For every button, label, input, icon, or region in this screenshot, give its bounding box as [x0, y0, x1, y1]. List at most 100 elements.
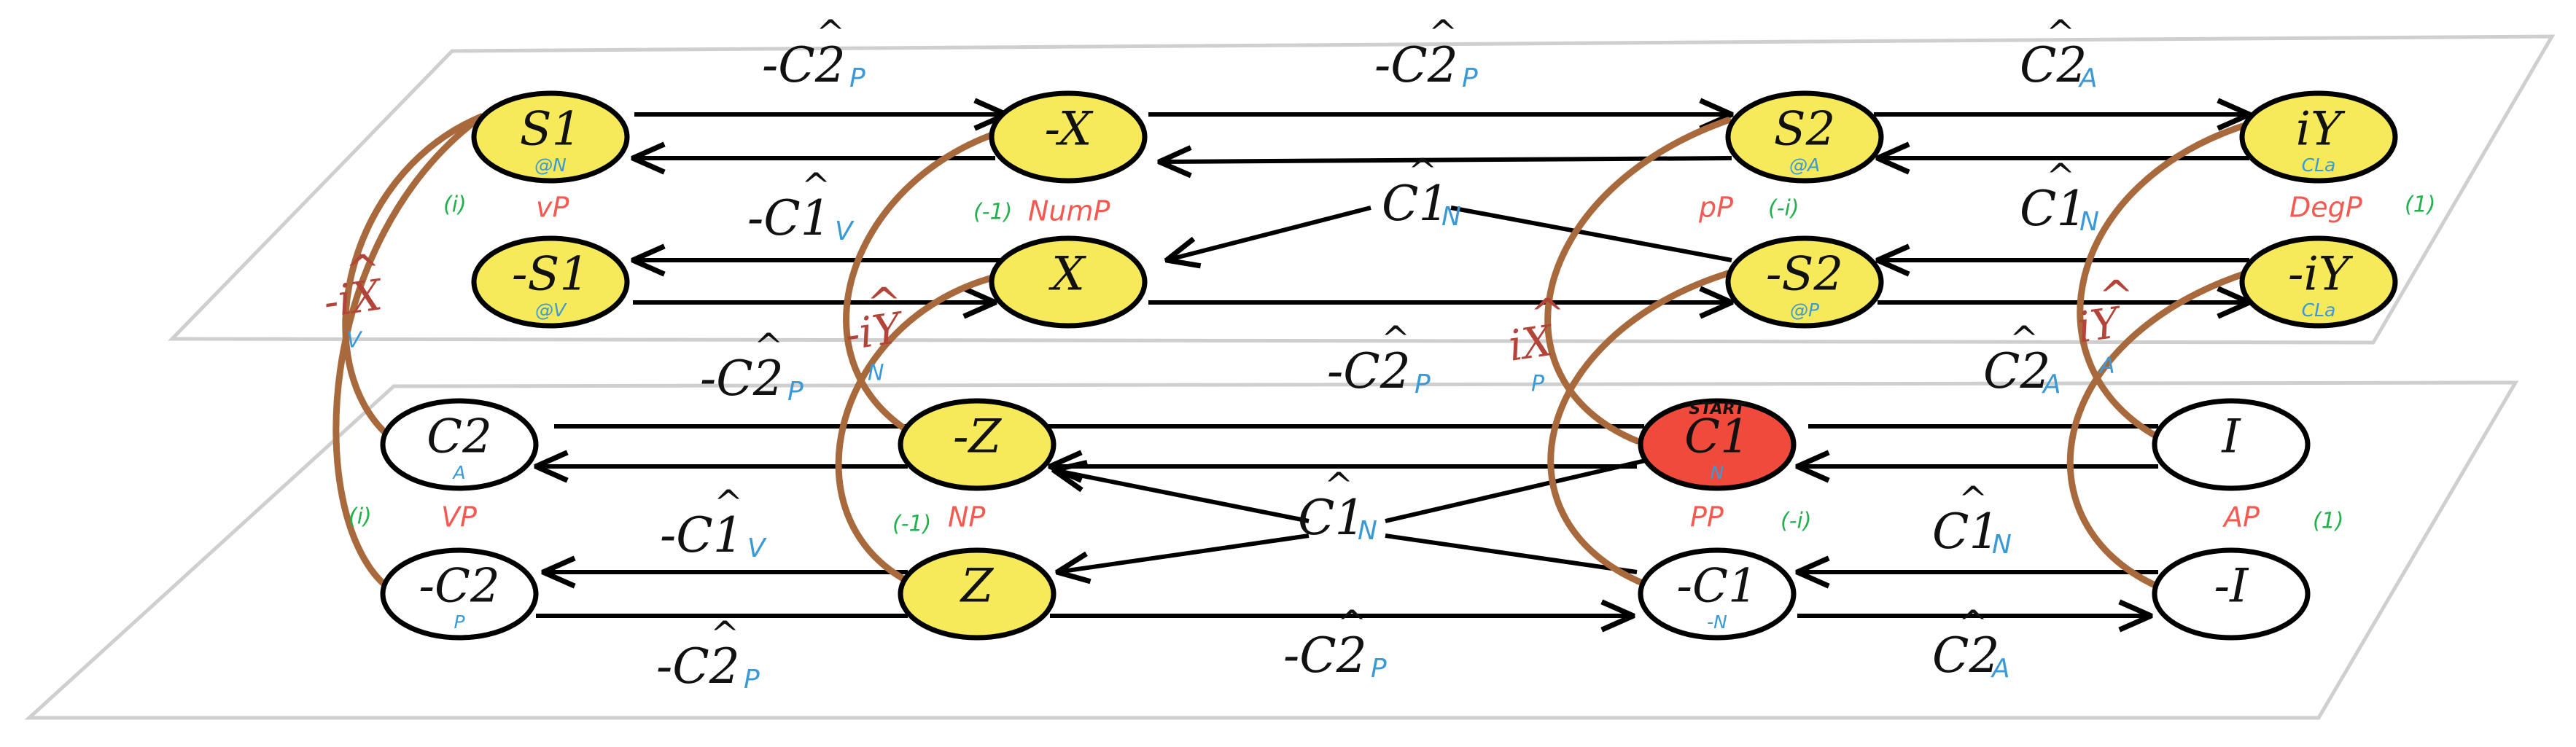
edge-subscript: P	[1371, 654, 1387, 684]
node-ellipse	[380, 547, 539, 641]
node-I: I	[2152, 398, 2311, 491]
curve-label-k1: -iX^V	[321, 246, 387, 353]
node-label: -Z	[953, 410, 1003, 464]
lower-edges	[536, 424, 2158, 616]
node-subscript: CLa	[2302, 155, 2336, 176]
node-ellipse	[2239, 235, 2398, 329]
hat-glyph: ^	[801, 166, 830, 207]
edge-subscript: P	[1462, 63, 1478, 93]
eigen-label: (1)	[2313, 509, 2344, 534]
node-subscript: N	[1711, 462, 1724, 483]
node-subscript: CLa	[2302, 300, 2336, 321]
node-label: -S2	[1766, 248, 1843, 302]
eigen-label: (-i)	[1781, 509, 1812, 534]
node-label: -C2	[419, 560, 499, 614]
node-ellipse	[380, 398, 539, 491]
curve-subscript: V	[346, 328, 363, 353]
node-subscript: -N	[1707, 611, 1727, 633]
node-Z: Z	[898, 547, 1057, 641]
node-label: -X	[1045, 103, 1094, 157]
node-label: -C1	[1676, 560, 1757, 614]
node-label: S1	[520, 103, 582, 157]
edge-subscript: N	[1992, 530, 2012, 560]
curve-label-k4: iY^A	[2074, 271, 2134, 378]
phrase-AP: AP	[2222, 501, 2260, 533]
edge-operator: -C1	[660, 507, 744, 563]
node-ellipse	[1638, 547, 1797, 641]
edge-label-b2: -C2^P	[1327, 319, 1431, 400]
node-label: -S1	[512, 248, 589, 302]
node-mS1: -S1@V	[471, 235, 630, 329]
phrase-PP: PP	[1690, 501, 1724, 533]
hat-glyph: ^	[1337, 603, 1366, 644]
curve-subscript: P	[1531, 372, 1545, 397]
upper-edges	[633, 114, 2249, 302]
edge-label-b7: -C2^P	[656, 614, 760, 695]
curved-operators	[332, 113, 2253, 590]
node-label: iY	[2296, 103, 2346, 157]
edge-operator: -C2	[1374, 37, 1458, 93]
edge-label-t4: -C1^V	[747, 166, 855, 247]
edge-subscript: A	[2078, 63, 2098, 93]
edge-subscript: P	[849, 63, 865, 93]
curve-subscript: A	[2098, 353, 2115, 379]
node-ellipse	[1638, 398, 1797, 491]
edge-subscript: V	[835, 216, 855, 246]
node-ellipse	[1725, 235, 1884, 329]
node-subscript: @N	[534, 155, 567, 176]
node-label: C2	[427, 410, 492, 464]
edge-label-t1: -C2^P	[762, 13, 865, 94]
node-label: X	[1048, 248, 1086, 302]
hat-glyph: ^	[1958, 480, 1988, 520]
hat-glyph: ^	[1958, 603, 1988, 644]
node-mC2: -C2P	[380, 547, 539, 641]
curve-operator: iX	[1506, 316, 1557, 371]
node-mZ: -Z	[898, 398, 1057, 491]
node-mI: -I	[2152, 547, 2311, 641]
eigen-label: (-1)	[973, 200, 1012, 225]
node-label: S2	[1774, 103, 1836, 157]
node-subscript: @P	[1790, 300, 1820, 321]
edge-label-b4: -C1^V	[660, 483, 767, 564]
phrase-NP: NP	[948, 501, 985, 533]
hat-glyph: ^	[2098, 271, 2134, 321]
node-S2: S2@A	[1725, 90, 1884, 184]
edge-label-b1: -C2^P	[700, 326, 803, 407]
eigen-label: (i)	[349, 504, 372, 530]
node-label: I	[2221, 410, 2241, 464]
hat-glyph: ^	[866, 278, 902, 328]
hat-glyph: ^	[1428, 13, 1458, 54]
hat-glyph: ^	[1381, 319, 1410, 360]
edge-label-t6: C1^N	[2020, 157, 2099, 238]
edge-operator: C1	[1298, 490, 1366, 546]
edge-subscript: P	[1415, 369, 1431, 399]
node-label: -iY	[2288, 248, 2354, 302]
edge-label-b8: -C2^P	[1283, 603, 1387, 684]
phrase-vP: vP	[536, 192, 569, 224]
eigen-label: (-i)	[1768, 196, 1799, 222]
edge-label-b9: C2^A	[1932, 603, 2010, 684]
node-label: Z	[960, 560, 995, 614]
hat-glyph: ^	[2046, 13, 2075, 54]
edge-label-t2: -C2^P	[1374, 13, 1478, 94]
node-mS2: -S2@P	[1725, 235, 1884, 329]
edge-operator: -C1	[747, 190, 831, 246]
eigen-label: (i)	[443, 192, 467, 218]
node-subscript: P	[454, 611, 465, 633]
eigen-label: (1)	[2405, 192, 2436, 218]
edge-label-b5: C1^N	[1298, 466, 1377, 547]
edge-operator: C2	[2020, 37, 2087, 93]
node-ellipse	[2152, 547, 2311, 641]
edge-subscript: N	[2079, 207, 2099, 237]
node-S1: S1@N	[471, 90, 630, 184]
curve-label-k3: iX^P	[1506, 289, 1565, 396]
edge-operator: -C2	[762, 37, 846, 93]
curve-operator: -iX	[321, 270, 387, 327]
node-ellipse	[471, 90, 630, 184]
node-label: -I	[2214, 560, 2250, 614]
hat-glyph: ^	[754, 326, 783, 367]
node-subscript: A	[451, 462, 465, 483]
